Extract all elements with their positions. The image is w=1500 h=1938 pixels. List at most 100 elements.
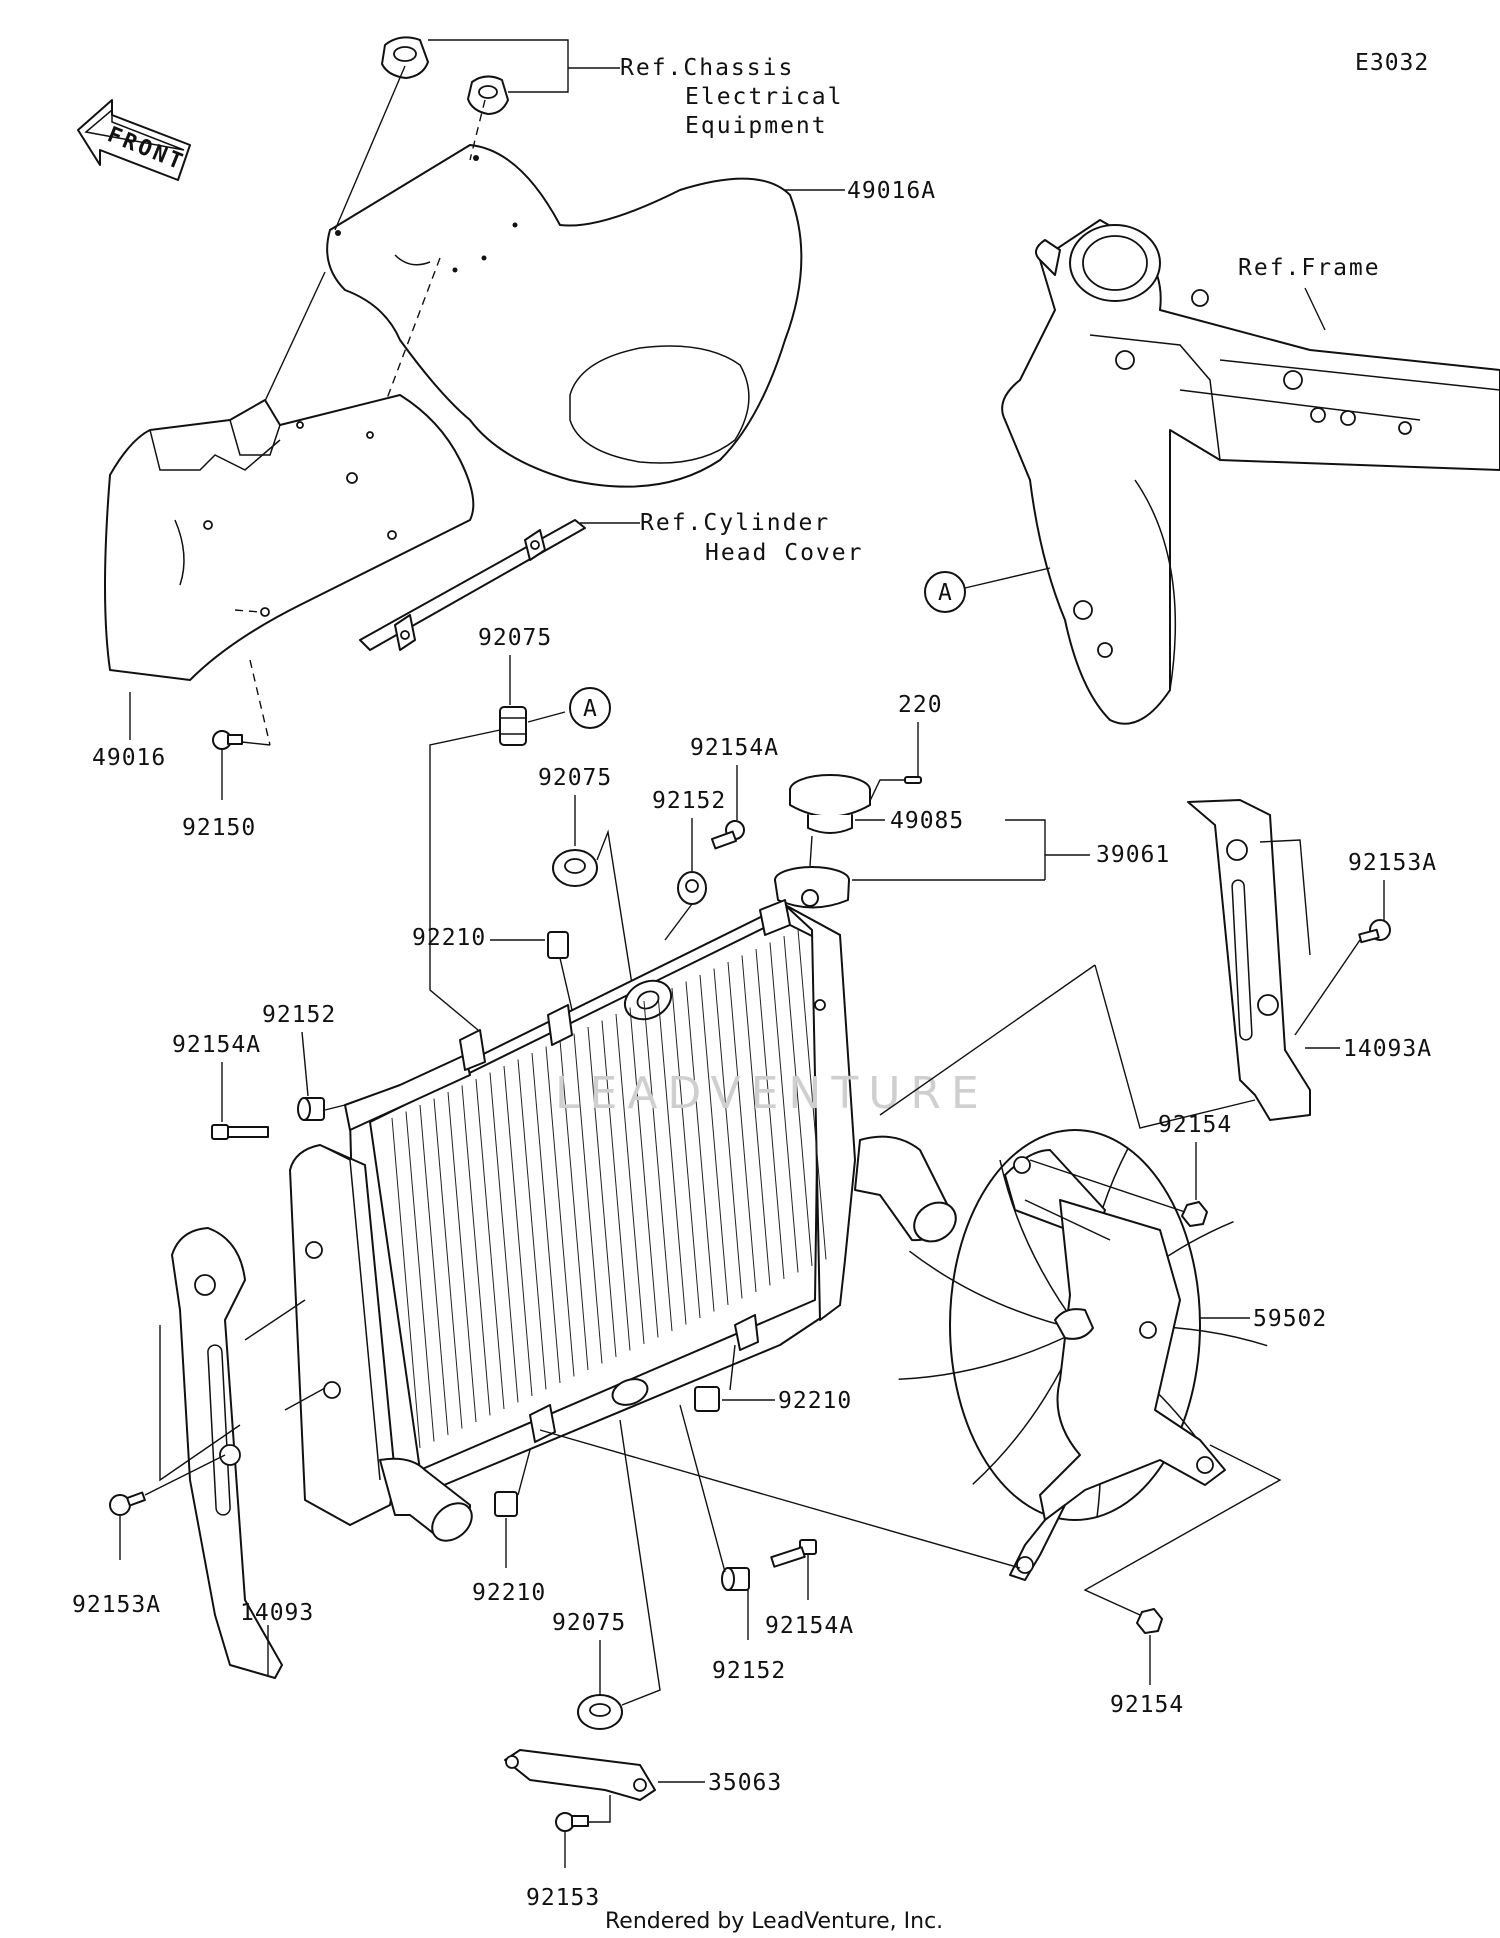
radiator-fin bbox=[391, 1117, 421, 1449]
footer-credit: Rendered by LeadVenture, Inc. bbox=[605, 1909, 943, 1934]
clip-92210-bottom bbox=[494, 1491, 518, 1517]
chassis-clips bbox=[381, 36, 509, 115]
heat-shield-49016A bbox=[326, 144, 803, 488]
filler-neck-39061 bbox=[774, 866, 850, 909]
label-92210-bottom: 92210 bbox=[472, 1580, 546, 1606]
clip-92210-top bbox=[547, 931, 569, 959]
cooling-fan-59502 bbox=[898, 1129, 1268, 1581]
grommet-92075-mid bbox=[552, 849, 598, 887]
radiator-fin bbox=[475, 1078, 505, 1410]
label-92075-bottom: 92075 bbox=[552, 1610, 626, 1636]
label-92154-lower: 92154 bbox=[1110, 1692, 1184, 1718]
label-39061: 39061 bbox=[1096, 842, 1170, 868]
bolt-92154A-lower bbox=[770, 1539, 817, 1568]
radiator-fin bbox=[587, 1026, 617, 1358]
radiator-fin bbox=[755, 948, 785, 1280]
cover-49016 bbox=[104, 394, 475, 681]
label-92150: 92150 bbox=[182, 815, 256, 841]
label-14093: 14093 bbox=[240, 1600, 314, 1626]
label-92152-top: 92152 bbox=[652, 788, 726, 814]
ref-chassis-line1: Ref.Chassis bbox=[620, 55, 794, 81]
label-14093A: 14093A bbox=[1343, 1036, 1432, 1062]
label-92152-left: 92152 bbox=[262, 1002, 336, 1028]
radiator-fin bbox=[699, 974, 729, 1306]
bolt-92153-bottom bbox=[555, 1812, 589, 1832]
label-49016: 49016 bbox=[92, 745, 166, 771]
radiator-fin bbox=[573, 1033, 603, 1364]
frame-assembly bbox=[1001, 219, 1500, 725]
screw-220 bbox=[904, 776, 922, 784]
label-92154A-top: 92154A bbox=[690, 735, 779, 761]
clip-92210-right bbox=[694, 1386, 720, 1412]
label-92154A-left: 92154A bbox=[172, 1032, 261, 1058]
callout-a-grommet: A bbox=[583, 696, 598, 722]
ref-cylinder-line1: Ref.Cylinder bbox=[640, 510, 830, 536]
label-92210-right: 92210 bbox=[778, 1388, 852, 1414]
label-92153A-right: 92153A bbox=[1348, 850, 1437, 876]
stay-14093 bbox=[171, 1227, 283, 1679]
radiator-fin bbox=[559, 1039, 589, 1371]
ref-chassis-line2: Electrical bbox=[685, 84, 843, 110]
collar-92152-lower bbox=[721, 1567, 750, 1591]
label-92154A-lower: 92154A bbox=[765, 1613, 854, 1639]
front-arrow-icon: FRONT bbox=[77, 99, 191, 181]
radiator-fin bbox=[405, 1111, 435, 1442]
cylinder-head-bracket bbox=[359, 519, 586, 651]
label-49016A: 49016A bbox=[847, 178, 936, 204]
bolt-92154-upper bbox=[1181, 1201, 1208, 1227]
label-49085: 49085 bbox=[890, 808, 964, 834]
ref-chassis-line3: Equipment bbox=[685, 113, 828, 139]
callout-a-frame: A bbox=[938, 580, 953, 606]
label-35063: 35063 bbox=[708, 1770, 782, 1796]
radiator-fin bbox=[685, 981, 715, 1312]
ref-frame: Ref.Frame bbox=[1238, 255, 1381, 281]
radiator-fin bbox=[797, 929, 827, 1260]
radiator-fin bbox=[601, 1020, 631, 1351]
ref-cylinder-line2: Head Cover bbox=[705, 540, 863, 566]
radiator-fin bbox=[461, 1085, 491, 1416]
label-220: 220 bbox=[898, 692, 943, 718]
label-92075-top: 92075 bbox=[478, 625, 552, 651]
radiator-fin bbox=[531, 1052, 561, 1384]
bracket-35063 bbox=[504, 1749, 656, 1801]
bolt-92150 bbox=[212, 730, 243, 750]
bolt-92153A-left bbox=[109, 1491, 146, 1516]
radiator-cap-49085 bbox=[789, 774, 871, 834]
label-92210-top: 92210 bbox=[412, 925, 486, 951]
radiator-fin bbox=[769, 942, 799, 1273]
radiator-fin bbox=[545, 1046, 575, 1377]
radiator-fins bbox=[391, 929, 827, 1449]
bolt-92154-lower bbox=[1136, 1608, 1163, 1634]
bolt-92154A-top bbox=[710, 820, 745, 850]
radiator-fin bbox=[489, 1072, 519, 1403]
label-92153: 92153 bbox=[526, 1885, 600, 1911]
radiator-fin bbox=[447, 1091, 477, 1423]
watermark: LEADVENTURE bbox=[555, 1068, 989, 1119]
radiator-fin bbox=[615, 1013, 645, 1345]
radiator-fin bbox=[629, 1007, 659, 1338]
label-92075-mid: 92075 bbox=[538, 765, 612, 791]
radiator-fin bbox=[671, 987, 701, 1319]
radiator-fin bbox=[517, 1059, 547, 1390]
grommet-92075-top bbox=[499, 706, 527, 746]
stay-14093A bbox=[1187, 799, 1311, 1121]
collar-92152-left bbox=[297, 1097, 325, 1121]
label-59502: 59502 bbox=[1253, 1306, 1327, 1332]
label-92153A-left: 92153A bbox=[72, 1592, 161, 1618]
radiator-fin bbox=[643, 1000, 673, 1332]
radiator-fin bbox=[503, 1065, 533, 1397]
fan-blade bbox=[898, 1329, 1081, 1381]
grommet-92075-bottom bbox=[577, 1694, 623, 1730]
radiator-fin bbox=[657, 994, 687, 1325]
radiator-fin bbox=[741, 955, 771, 1286]
radiator-fin bbox=[727, 961, 757, 1293]
radiator-fin bbox=[433, 1098, 463, 1429]
radiator-fin bbox=[419, 1104, 449, 1436]
radiator-fin bbox=[713, 968, 743, 1299]
bolt-92153A-right bbox=[1358, 919, 1391, 944]
bolt-92154A-left bbox=[211, 1124, 269, 1140]
radiator-core bbox=[289, 899, 957, 1542]
label-92154-upper: 92154 bbox=[1158, 1112, 1232, 1138]
diagram-code: E3032 bbox=[1355, 50, 1429, 76]
